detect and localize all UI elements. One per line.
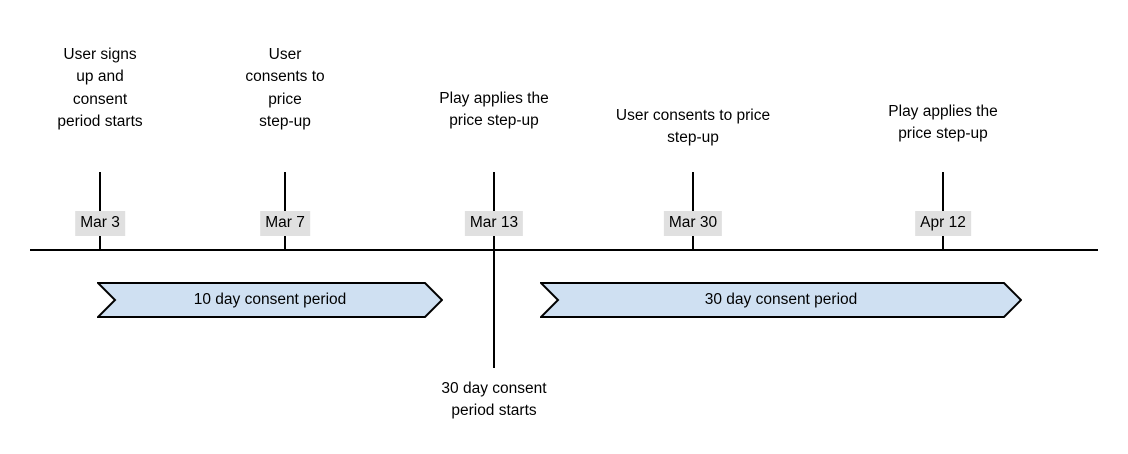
event-caption-apr-12: Play applies the price step-up bbox=[888, 103, 998, 143]
date-chip-mar-13: Mar 13 bbox=[464, 211, 524, 236]
date-chip-mar-7: Mar 7 bbox=[260, 211, 310, 236]
event-caption-mar-3: User signs up and consent period starts bbox=[57, 46, 143, 131]
date-chip-apr-12: Apr 12 bbox=[915, 211, 971, 236]
below-axis-note-thirty-day-start: 30 day consent period starts bbox=[441, 380, 547, 420]
date-chip-mar-30: Mar 30 bbox=[663, 211, 723, 236]
timeline-axis bbox=[30, 249, 1098, 251]
event-caption-mar-13: Play applies the price step-up bbox=[439, 90, 549, 130]
period-band-shape-ten-day bbox=[97, 282, 443, 318]
period-band-ten-day: 10 day consent period bbox=[97, 282, 443, 318]
period-band-thirty-day: 30 day consent period bbox=[540, 282, 1022, 318]
date-chip-mar-3: Mar 3 bbox=[75, 211, 125, 236]
event-caption-mar-7: User consents to price step-up bbox=[245, 46, 325, 131]
event-tick-mar-13 bbox=[493, 172, 495, 368]
event-caption-mar-30: User consents to price step-up bbox=[615, 107, 771, 147]
period-band-shape-thirty-day bbox=[540, 282, 1022, 318]
